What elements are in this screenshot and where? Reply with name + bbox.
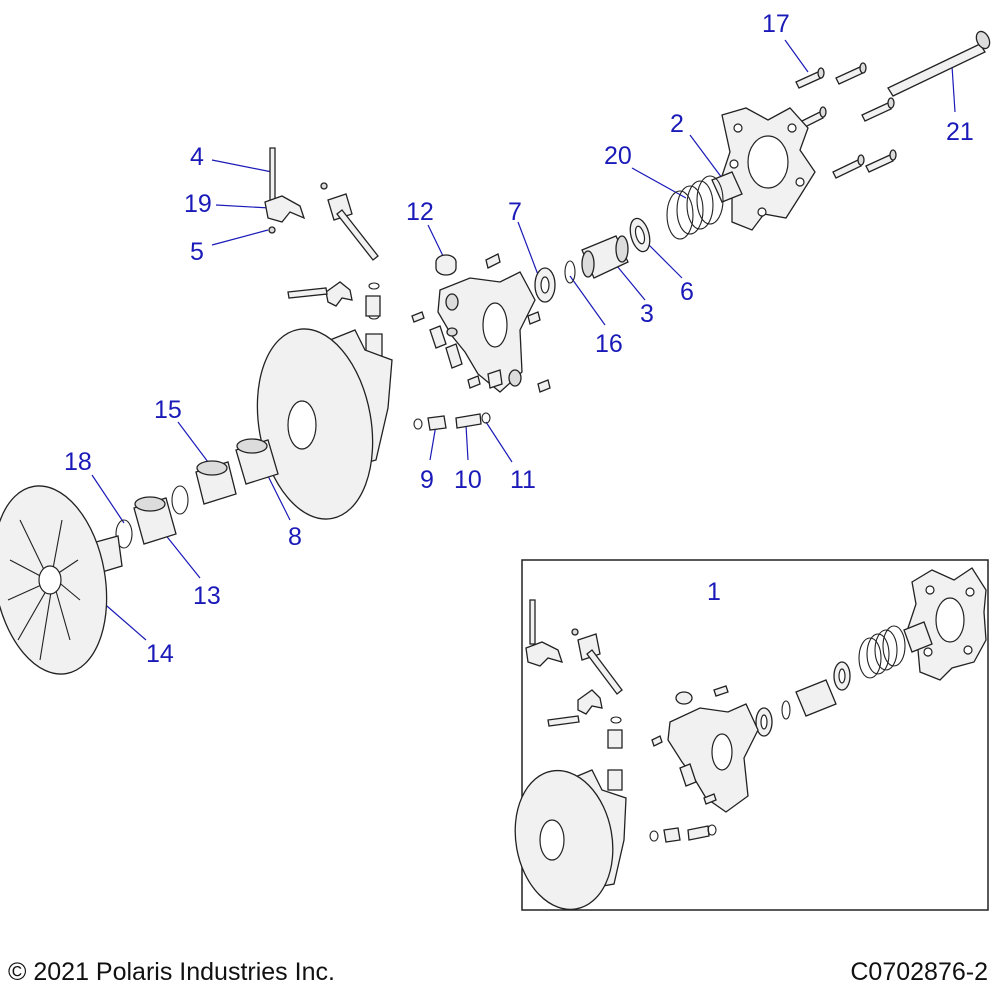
- weight-assembly: [264, 147, 306, 234]
- callout-5: 5: [190, 238, 204, 266]
- leader-12: [427, 224, 445, 259]
- inset-frame: [521, 559, 989, 911]
- bushing-8: [235, 438, 279, 485]
- callout-17: 17: [762, 10, 790, 38]
- leader-9: [429, 424, 437, 461]
- weight-left: [287, 281, 353, 307]
- callout-20: 20: [604, 142, 632, 170]
- fixed-sheave-14: [0, 485, 123, 675]
- callout-9: 9: [420, 466, 434, 494]
- leader-16: [569, 275, 606, 326]
- snap-ring: [171, 485, 189, 515]
- callout-18: 18: [64, 448, 92, 476]
- leader-17: [784, 39, 809, 73]
- sheave-tower: [437, 271, 536, 393]
- main-assembly: [0, 30, 991, 675]
- leader-21: [951, 65, 956, 113]
- callout-2: 2: [670, 110, 684, 138]
- figure-id: C0702876-2: [850, 958, 988, 986]
- screws-17: [793, 62, 897, 179]
- leader-19: [215, 204, 271, 209]
- callout-19: 19: [184, 190, 212, 218]
- leader-2: [689, 134, 723, 179]
- assembly-inset: [514, 559, 989, 911]
- callout-7: 7: [508, 198, 522, 226]
- o-ring-16: [564, 260, 576, 284]
- callout-8: 8: [288, 523, 302, 551]
- leader-10: [465, 424, 469, 461]
- callout-13: 13: [193, 582, 221, 610]
- callout-4: 4: [190, 143, 204, 171]
- bushing-2: [711, 171, 743, 203]
- leader-4: [211, 159, 273, 173]
- leader-6: [643, 239, 683, 279]
- callout-21: 21: [946, 118, 974, 146]
- spider-2: [721, 107, 816, 231]
- callout-12: 12: [406, 198, 434, 226]
- moveable-sheave: [256, 328, 393, 520]
- callout-10: 10: [454, 466, 482, 494]
- washer-6: [629, 217, 651, 253]
- leader-14: [99, 599, 147, 641]
- callout-11: 11: [510, 466, 536, 494]
- pin-row-9-10-11: [413, 412, 491, 431]
- bolt-21: [887, 30, 991, 97]
- bushing-13: [133, 496, 177, 545]
- roller-pins: [429, 325, 503, 389]
- spring-20: [666, 175, 724, 240]
- ring-18: [115, 519, 133, 549]
- callout-14: 14: [146, 640, 174, 668]
- callout-1: 1: [707, 578, 721, 606]
- leader-8: [264, 469, 291, 521]
- callout-15: 15: [154, 396, 182, 424]
- callout-3: 3: [640, 300, 654, 328]
- leader-18: [91, 474, 125, 524]
- bushing-15: [195, 460, 237, 505]
- roller-pin-upper: [320, 182, 379, 261]
- callout-labels: 1 2 3 4 5 6 7 8 9 10 11 12 13 14 15 16 1…: [64, 10, 974, 668]
- leader-7: [517, 221, 541, 281]
- leader-15: [177, 421, 209, 463]
- cap-12: [435, 254, 457, 276]
- callout-6: 6: [680, 278, 694, 306]
- washer-7: [534, 267, 556, 303]
- leader-lines: [91, 39, 956, 641]
- leader-11: [485, 421, 513, 463]
- small-pins: [411, 253, 551, 393]
- leader-5: [211, 229, 269, 246]
- callout-16: 16: [595, 330, 623, 358]
- spacer-3: [581, 235, 629, 279]
- copyright-text: © 2021 Polaris Industries Inc.: [8, 958, 335, 986]
- leader-20: [631, 167, 687, 199]
